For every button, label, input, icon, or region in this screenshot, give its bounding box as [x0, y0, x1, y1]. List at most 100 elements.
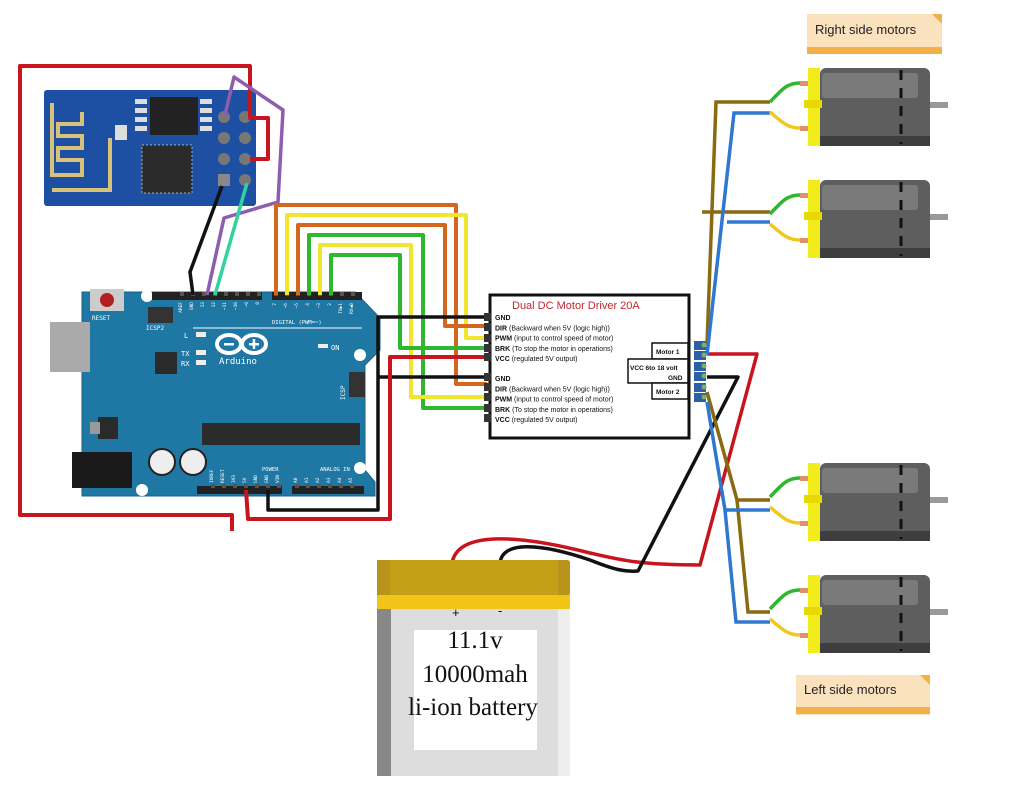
driver-title: Dual DC Motor Driver 20A — [512, 300, 640, 312]
analog-header — [292, 486, 364, 494]
power-label: POWER — [262, 467, 279, 473]
motor-wires — [702, 102, 770, 624]
driver-pin-row: GND — [495, 376, 511, 383]
on-label: ON — [331, 344, 339, 352]
driver-pin — [484, 344, 491, 352]
vcc-label: VCC 6to 18 volt — [630, 365, 679, 372]
battery-plus: + — [452, 605, 460, 620]
terminal — [694, 351, 706, 360]
pin-label: 4 — [305, 303, 311, 306]
dc-motor — [768, 575, 948, 653]
usb-port — [50, 322, 90, 372]
esp-chip — [141, 144, 193, 194]
terminal — [694, 341, 706, 350]
battery-label — [414, 630, 537, 750]
wire-yellow-d3 — [318, 243, 487, 399]
wires — [18, 64, 759, 573]
wire-red-battery-positive — [450, 352, 759, 567]
led-label-rx: RX — [181, 360, 190, 368]
driver-pin — [484, 393, 491, 401]
driver-pin-row: PWM (input to control speed of motor) — [495, 397, 613, 404]
digital-label: DIGITAL (PWM=~) — [272, 320, 322, 326]
driver-pin-row: BRK (To stop the motor in operations) — [495, 346, 613, 353]
note-left-side-motors: Left side motors — [796, 675, 930, 715]
capacitor — [148, 448, 176, 476]
note-right-side-motors: Right side motors — [807, 14, 942, 54]
pin-label: ~6 — [283, 303, 289, 309]
power-header — [197, 486, 282, 494]
pin-label: 8 — [255, 302, 261, 305]
pin-label: 7 — [272, 303, 278, 306]
pin-label: TX▶1 — [338, 303, 344, 314]
led-label-l: L — [184, 332, 188, 340]
note-right-text: Right side motors — [815, 22, 917, 37]
arduino-board: RESET ICSP2 L TX RX Arduino ON ICSP — [50, 289, 381, 497]
pin-label: RX◀0 — [349, 303, 355, 314]
wire-orange-d7 — [274, 203, 487, 386]
wire-blue-motor2 — [705, 401, 770, 624]
capacitor — [179, 448, 207, 476]
driver-right-terminals — [694, 341, 707, 402]
pin-label: 12 — [211, 302, 217, 308]
pin-label: GND — [253, 475, 259, 483]
battery: + - 11.1v 10000mah li-ion battery — [377, 560, 570, 776]
driver-pin — [484, 373, 491, 381]
wire-red-5v-driver — [244, 355, 487, 521]
pin-label: GND — [264, 475, 270, 483]
terminal — [694, 362, 706, 371]
digital-header-left — [152, 292, 262, 300]
pin-label: 5V — [242, 477, 248, 483]
icsp-header — [349, 372, 365, 397]
led-label-tx: TX — [181, 350, 190, 358]
icsp2-label: ICSP2 — [146, 325, 164, 332]
wire-teal-d12 — [213, 182, 249, 296]
icsp-label: ICSP — [340, 385, 347, 400]
motor-shaft — [930, 214, 948, 220]
pin-label: 2 — [327, 303, 333, 306]
pin-label: ~5 — [294, 303, 300, 309]
microcontroller — [202, 423, 360, 445]
battery-voltage: 11.1v — [447, 627, 503, 654]
driver-pin-row: BRK (To stop the motor in operations) — [495, 407, 613, 414]
driver-pin — [484, 383, 491, 391]
driver-pin — [484, 353, 491, 361]
esp-module — [44, 90, 256, 206]
pin-label: A0 — [293, 477, 299, 483]
icsp2-header — [148, 307, 173, 323]
arduino-logo-text: Arduino — [219, 357, 257, 367]
pin-label: ~3 — [316, 303, 322, 309]
pin-label: ~10 — [233, 302, 239, 310]
gnd-label: GND — [668, 375, 683, 382]
driver-pin-row: DIR (Backward when 5V (logic high)) — [495, 325, 610, 332]
terminal — [694, 383, 706, 392]
pin-label: A2 — [315, 477, 321, 483]
pin-label: IOREF — [209, 469, 215, 483]
wire-red-3v3-esp — [18, 64, 270, 531]
arduino-logo-icon — [215, 333, 268, 355]
wire-brown-motor1 — [702, 102, 770, 392]
pin-label: 3V3 — [231, 475, 237, 483]
usb-chip — [155, 352, 177, 374]
wire-green-d2 — [329, 253, 487, 350]
driver-pin-row: VCC (regulated 5V output) — [495, 356, 578, 363]
pin-label: A3 — [326, 477, 332, 483]
battery-capacity: 10000mah — [422, 661, 528, 688]
note-left-text: Left side motors — [804, 682, 897, 697]
wire-black-gnd-esp — [188, 185, 224, 296]
wire-green-d4 — [307, 233, 487, 410]
motor2-label: Motor 2 — [656, 389, 680, 396]
motor-shaft — [930, 497, 948, 503]
antenna-trace — [50, 103, 112, 192]
battery-type: li-ion battery — [408, 694, 538, 721]
analog-label: ANALOG IN — [320, 467, 350, 473]
driver-pin — [484, 414, 491, 422]
pin-label: A1 — [304, 477, 310, 483]
driver-pin — [484, 313, 491, 321]
motor-shaft — [930, 609, 948, 615]
pin-label: ~11 — [222, 302, 228, 310]
